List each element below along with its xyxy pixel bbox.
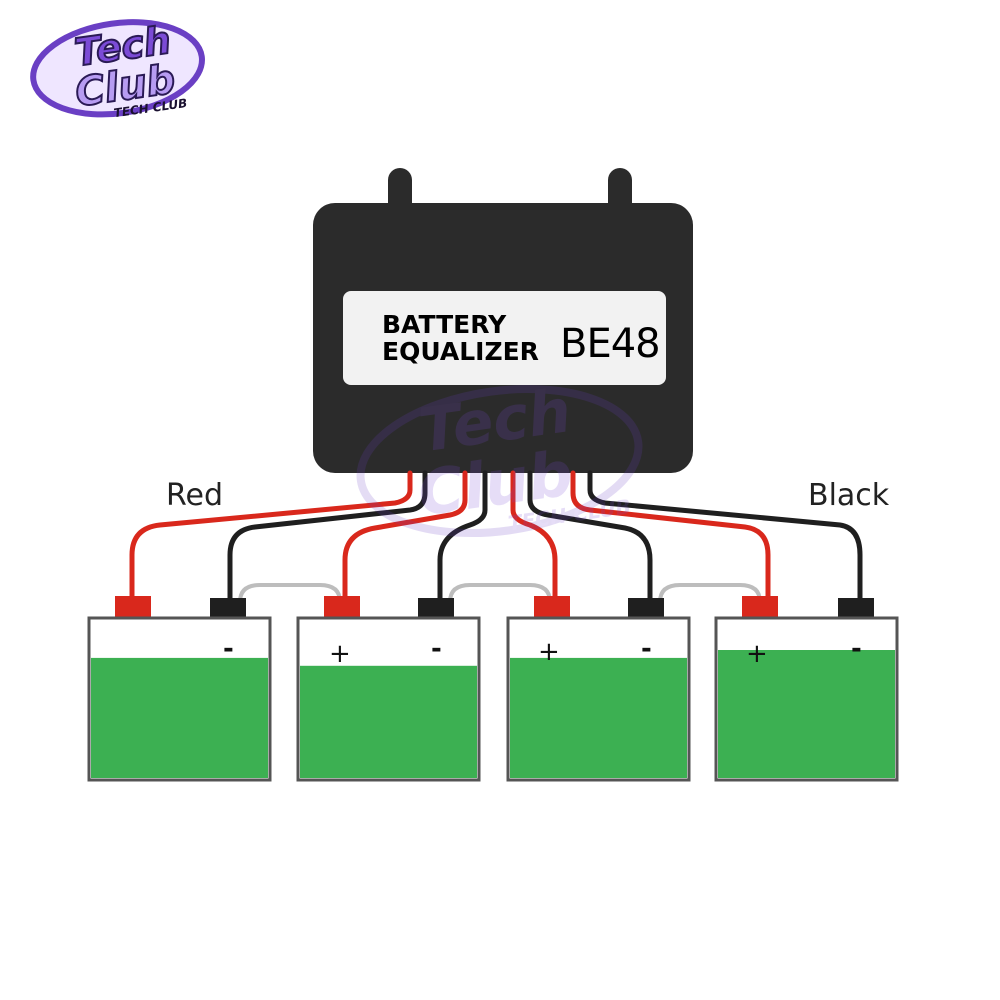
wire-red-1	[129, 470, 413, 599]
battery-3-positive-terminal	[534, 596, 570, 618]
tech-club-watermark: Tech Club TECH CLUB	[356, 376, 643, 538]
wire-black-3	[527, 470, 653, 601]
label-black-wire: Black	[808, 478, 890, 513]
battery-bank: - + - + - + -	[87, 596, 899, 782]
battery-3-negative-terminal	[628, 598, 664, 618]
battery-1-minus-symbol: -	[223, 634, 234, 664]
battery-2-positive-terminal	[324, 596, 360, 618]
battery-3-charge-fill	[510, 657, 687, 778]
battery-1-positive-terminal	[115, 596, 151, 618]
battery-4-positive-terminal	[742, 596, 778, 618]
jumper-1-2	[238, 583, 342, 603]
battery-4-minus-symbol: -	[851, 634, 862, 664]
wire-red-2	[342, 470, 468, 599]
device-title-line1: BATTERY	[382, 310, 507, 339]
device-label-plate	[343, 291, 666, 385]
battery-2-plus-symbol: +	[329, 639, 351, 669]
jumper-2-3	[448, 583, 552, 603]
wire-black-1	[227, 470, 428, 601]
battery-4-plus-symbol: +	[746, 639, 768, 669]
battery-1-negative-terminal	[210, 598, 246, 618]
battery-2-minus-symbol: -	[431, 634, 442, 664]
wire-black-4	[587, 470, 863, 601]
battery-2-negative-terminal	[418, 598, 454, 618]
battery-4-charge-fill	[718, 650, 895, 778]
battery-1-charge-fill	[91, 657, 268, 778]
battery-2: + -	[296, 596, 481, 782]
wire-black-2	[437, 470, 488, 601]
battery-3: + -	[506, 596, 691, 782]
battery-3-minus-symbol: -	[641, 634, 652, 664]
device-title-line2: EQUALIZER	[382, 337, 539, 366]
battery-3-plus-symbol: +	[538, 637, 560, 667]
watermark-ring	[356, 385, 643, 538]
battery-4-negative-terminal	[838, 598, 874, 618]
wire-red-3	[510, 470, 558, 599]
tech-club-logo: Tech Club TECH CLUB	[30, 17, 205, 120]
battery-2-charge-fill	[300, 665, 477, 778]
wire-red-4	[570, 470, 771, 599]
wires	[129, 470, 863, 601]
battery-1: -	[87, 596, 272, 782]
jumper-3-4	[658, 583, 762, 603]
logo-ring	[30, 19, 205, 118]
jumper-links	[238, 583, 762, 603]
battery-4: + -	[714, 596, 899, 782]
device-model: BE48	[560, 321, 660, 367]
label-red-wire: Red	[166, 478, 223, 513]
